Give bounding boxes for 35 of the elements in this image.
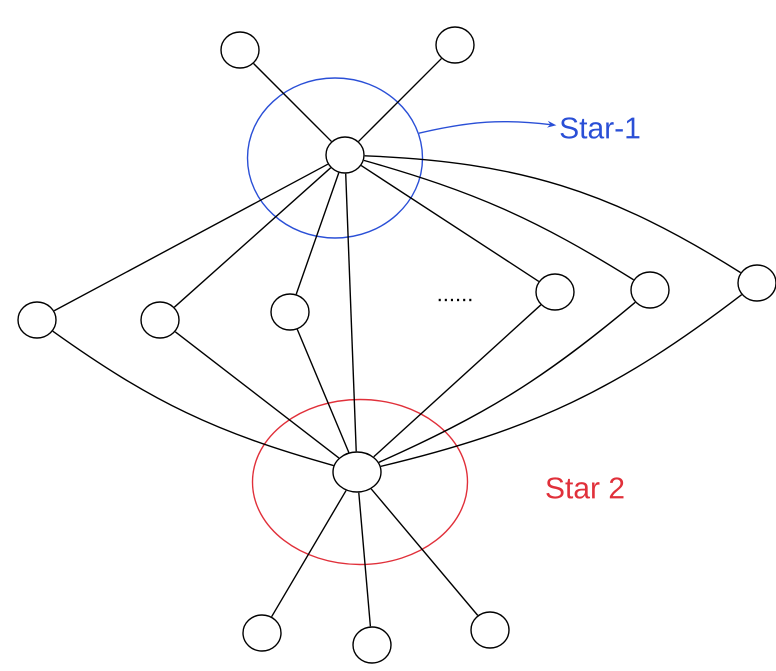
graph-node [17,301,57,339]
edge-line [253,63,332,142]
graph-node [332,451,382,493]
graph-node [630,271,670,309]
edge-line [296,329,350,453]
group-label: Star 2 [546,477,624,499]
group-label: Star-1 [560,117,640,139]
graph-node [535,273,575,311]
edge-line [52,330,334,466]
graph-node [737,264,776,302]
edge-line [360,165,540,282]
graph-node [325,136,365,174]
edge-line [364,155,741,274]
edge-line [54,164,328,312]
graph-node [470,611,510,649]
edge-line [380,294,742,468]
edge-line [373,304,542,458]
edge-line [364,160,634,280]
graph-node [270,293,310,331]
graph-node [242,614,282,652]
edge-line [296,172,340,294]
edge-line [370,488,478,616]
graph-node [220,31,260,69]
edge-line [174,331,340,459]
edge-line [358,492,372,626]
graph-node [435,26,475,64]
graph-node [140,301,180,339]
edge-line [358,58,442,142]
edge-line [345,174,357,452]
edge-line [174,167,332,308]
edge-line [378,302,636,463]
graph-node [352,626,392,664]
ellipsis-dots: ...... [438,298,472,302]
group-ellipse [246,77,424,239]
edge-line [271,490,347,618]
